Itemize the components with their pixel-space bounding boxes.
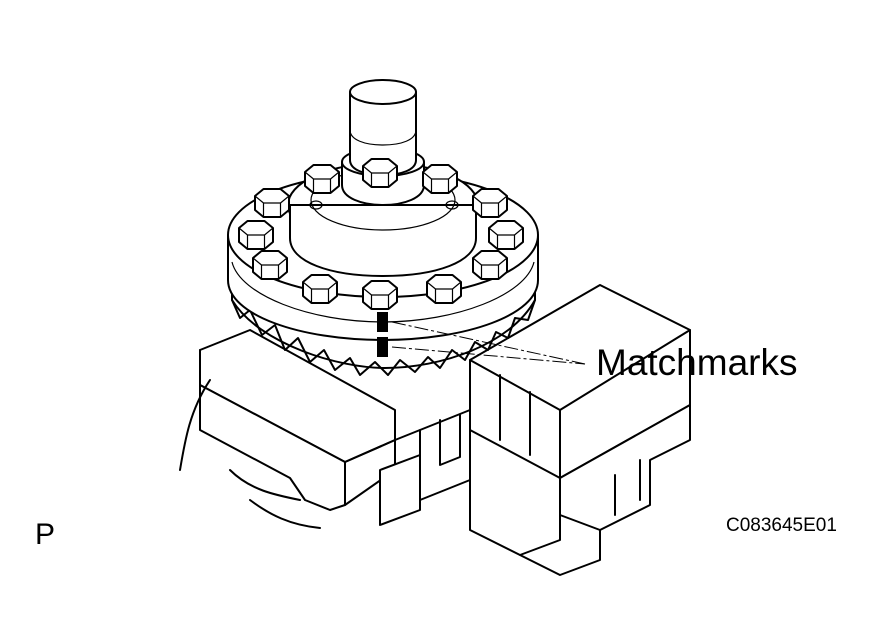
matchmarks — [377, 312, 388, 357]
view-letter: P — [35, 518, 56, 551]
bolt-icon — [252, 250, 288, 280]
case-bolts — [238, 158, 524, 310]
bolt-icon — [426, 274, 462, 304]
bolt-icon — [304, 164, 340, 194]
matchmark-lower — [377, 337, 388, 357]
bolt-icon — [488, 220, 524, 250]
bolt-icon — [362, 280, 398, 310]
bolt-icon — [472, 250, 508, 280]
figure-code: C083645E01 — [726, 515, 837, 536]
bolt-icon — [254, 188, 290, 218]
bolt-icon — [422, 164, 458, 194]
matchmark-upper — [377, 312, 388, 332]
bolt-icon — [238, 220, 274, 250]
bolt-icon — [472, 188, 508, 218]
bolt-icon — [302, 274, 338, 304]
bolt-icon — [362, 158, 398, 188]
matchmarks-label: Matchmarks — [596, 342, 798, 383]
bench-vise — [179, 284, 691, 576]
callout-leader — [391, 321, 586, 365]
